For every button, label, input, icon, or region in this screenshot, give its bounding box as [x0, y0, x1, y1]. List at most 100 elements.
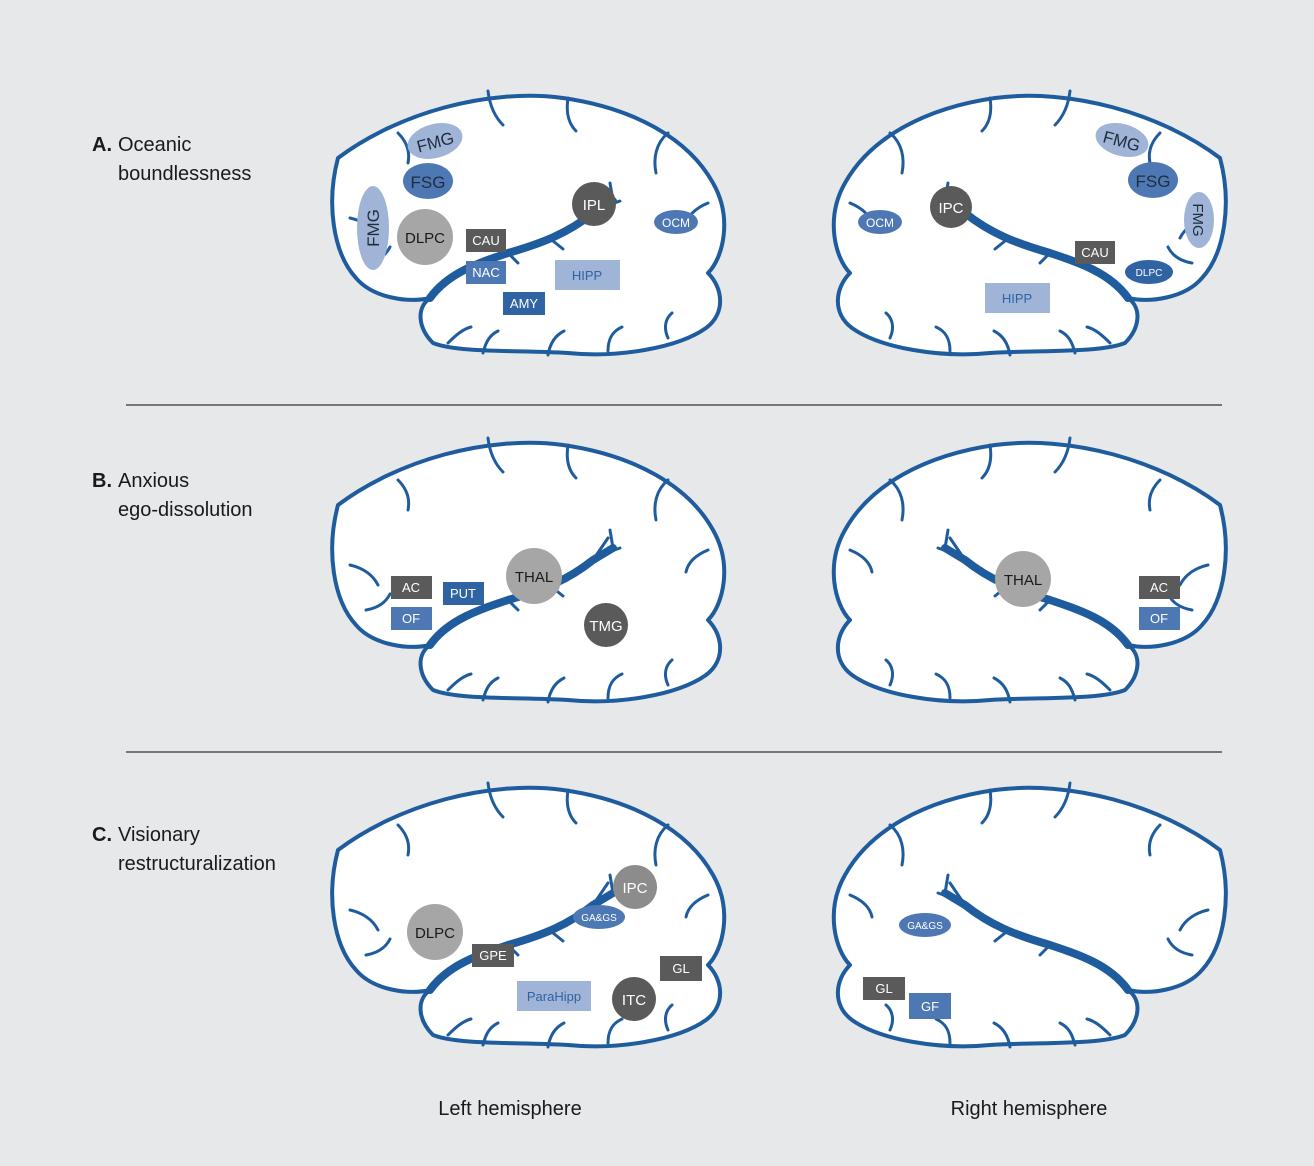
region-gpe-label: GPE — [479, 948, 507, 963]
panel-a-title-line1: Oceanic — [118, 134, 191, 156]
region-fmg-vertical: FMG — [1184, 192, 1214, 248]
region-put-shape — [443, 582, 484, 605]
region-of-label: OF — [402, 611, 420, 626]
region-hipp: HIPP — [985, 283, 1050, 313]
region-of: OF — [391, 607, 432, 630]
region-ocm-label: OCM — [662, 216, 690, 230]
region-thal: THAL — [995, 551, 1051, 607]
region-ga-gs: GA&GS — [899, 913, 951, 937]
region-ipc-shape — [930, 186, 972, 228]
region-put-label: PUT — [450, 586, 476, 601]
region-dlpc: DLPC — [1125, 260, 1173, 284]
region-gl-label: GL — [875, 981, 892, 996]
region-fsg: FSG — [403, 163, 453, 199]
region-gpe: GPE — [472, 944, 514, 967]
region-of: OF — [1139, 607, 1180, 630]
region-nac-label: NAC — [472, 265, 499, 280]
region-ga-gs-label: GA&GS — [581, 913, 617, 924]
region-amy: AMY — [503, 292, 545, 315]
region-ac-label: AC — [1150, 580, 1168, 595]
region-fsg-label: FSG — [1136, 172, 1171, 191]
region-fmg-vertical-label: FMG — [1189, 203, 1206, 236]
region-fmg: FMG — [1095, 123, 1149, 157]
region-put: PUT — [443, 582, 484, 605]
region-amy-label: AMY — [510, 296, 539, 311]
region-gl-shape — [660, 956, 702, 981]
region-nac: NAC — [466, 261, 506, 284]
region-ipc-shape — [613, 865, 657, 909]
region-ipl-shape — [572, 182, 616, 226]
region-cau-shape — [466, 229, 506, 252]
region-ocm-shape — [654, 210, 698, 234]
region-dlpc-label: DLPC — [405, 230, 445, 247]
region-itc-shape — [612, 977, 656, 1021]
left-hemisphere-label: Left hemisphere — [438, 1098, 581, 1120]
region-ipc-label: IPC — [938, 200, 963, 217]
region-thal-shape — [506, 548, 562, 604]
region-dlpc: DLPC — [397, 209, 453, 265]
region-gf-shape — [909, 993, 951, 1019]
panel-b-title-line2: ego-dissolution — [118, 499, 253, 521]
region-itc-label: ITC — [622, 992, 646, 1009]
region-tmg-shape — [584, 603, 628, 647]
region-cau-label: CAU — [1081, 245, 1108, 260]
region-fmg-vertical-shape — [357, 186, 389, 270]
region-tmg: TMG — [584, 603, 628, 647]
region-gl: GL — [660, 956, 702, 981]
region-ipc: IPC — [930, 186, 972, 228]
region-ac: AC — [391, 576, 432, 599]
region-ac-shape — [391, 576, 432, 599]
region-thal-label: THAL — [1004, 572, 1042, 589]
panel-b-right-regions: THAL AC OF — [995, 551, 1180, 630]
panel-c-right-regions: GA&GS GL GF — [863, 913, 951, 1019]
region-itc: ITC — [612, 977, 656, 1021]
region-gpe-shape — [472, 944, 514, 967]
region-fsg-label: FSG — [411, 173, 446, 192]
region-dlpc: DLPC — [407, 904, 463, 960]
region-parahipp-shape — [517, 981, 591, 1011]
panel-a-label: A. Oceanic boundlessness — [92, 134, 251, 185]
panel-c-label: C. Visionary restructuralization — [92, 824, 276, 875]
region-fmg: FMG — [407, 123, 463, 159]
region-ocm: OCM — [858, 210, 902, 234]
panel-a-right-regions: FMG FSG FMG IPC OCM CAU DLPC HIPP — [858, 123, 1214, 313]
region-thal: THAL — [506, 548, 562, 604]
region-ac-label: AC — [402, 580, 420, 595]
region-gf: GF — [909, 993, 951, 1019]
region-of-shape — [1139, 607, 1180, 630]
region-thal-shape — [995, 551, 1051, 607]
region-dlpc-shape — [407, 904, 463, 960]
region-ocm-label: OCM — [866, 216, 894, 230]
region-fsg-shape — [1128, 162, 1178, 198]
region-hipp: HIPP — [555, 260, 620, 290]
region-hipp-label: HIPP — [572, 268, 602, 283]
region-ac: AC — [1139, 576, 1180, 599]
panel-a-title-line2: boundlessness — [118, 163, 251, 185]
region-ocm-shape — [858, 210, 902, 234]
region-ipc-label: IPC — [622, 880, 647, 897]
region-ipl-label: IPL — [583, 197, 606, 214]
region-cau: CAU — [466, 229, 506, 252]
region-parahipp: ParaHipp — [517, 981, 591, 1011]
region-ga-gs-label: GA&GS — [907, 921, 943, 932]
region-dlpc-shape — [397, 209, 453, 265]
region-ga-gs: GA&GS — [573, 905, 625, 929]
region-amy-shape — [503, 292, 545, 315]
region-fmg-vertical-shape — [1184, 192, 1214, 248]
region-fmg-shape — [1095, 123, 1149, 157]
region-gf-label: GF — [921, 999, 939, 1014]
region-of-shape — [391, 607, 432, 630]
region-fmg-shape — [407, 123, 463, 159]
panel-c-left-regions: DLPC GPE GA&GS IPC ParaHipp ITC GL — [407, 865, 702, 1021]
region-thal-label: THAL — [515, 569, 553, 586]
region-nac-shape — [466, 261, 506, 284]
region-hipp-shape — [555, 260, 620, 290]
region-fsg: FSG — [1128, 162, 1178, 198]
region-hipp-shape — [985, 283, 1050, 313]
region-dlpc-label: DLPC — [415, 925, 455, 942]
region-hipp-label: HIPP — [1002, 291, 1032, 306]
panel-c-letter: C. — [92, 824, 112, 846]
region-ipc: IPC — [613, 865, 657, 909]
right-hemisphere-label: Right hemisphere — [951, 1098, 1108, 1120]
region-ga-gs-shape — [899, 913, 951, 937]
